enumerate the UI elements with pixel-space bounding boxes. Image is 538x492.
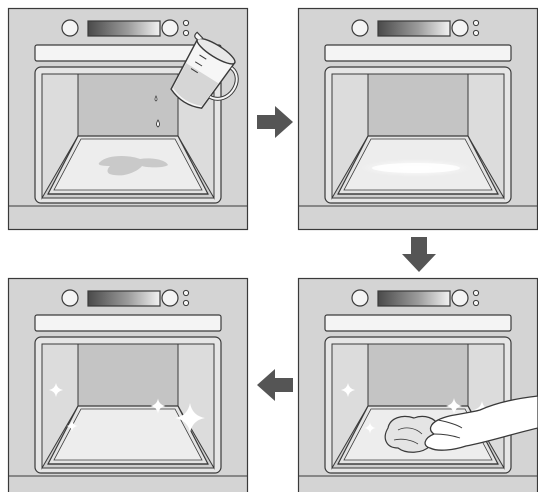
arrow-down-icon [402, 237, 436, 272]
arrow-left-icon [257, 369, 293, 401]
arrow-right-icon [257, 106, 293, 138]
oven-illustration [299, 9, 538, 230]
oven-illustration [9, 279, 248, 492]
step-2-panel [299, 9, 538, 230]
step-3-panel [299, 279, 538, 492]
oven-illustration [299, 279, 538, 492]
step-1-panel [9, 9, 250, 230]
water-drop [155, 96, 157, 101]
step-4-panel [9, 279, 248, 492]
